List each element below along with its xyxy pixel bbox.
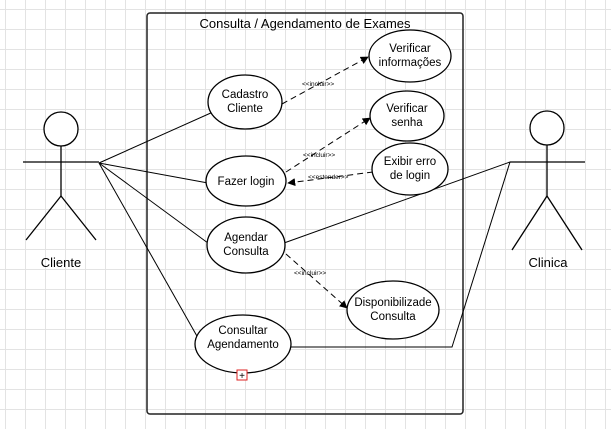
system-title: Consulta / Agendamento de Exames (199, 16, 411, 31)
expand-marker[interactable] (236, 369, 248, 381)
use-case-consultar-agendamento[interactable]: Consultar Agendamento + (194, 314, 292, 382)
use-case-label: Verificar (386, 103, 428, 115)
extend-arrow-erro (287, 171, 374, 187)
actor-label-cliente: Cliente (41, 255, 81, 270)
association-cliente-consultar (98, 162, 203, 346)
use-case-disponibilizade-consulta[interactable]: Disponibilizade Consulta (346, 280, 440, 340)
relationship-label: <<estender>> (308, 174, 349, 181)
relationship-label: <<incluir>> (303, 152, 335, 159)
use-case-label: senha (391, 117, 423, 129)
use-case-fazer-login[interactable]: Fazer login (205, 155, 287, 207)
association-clinica-agendar (283, 161, 511, 244)
system-boundary (146, 12, 464, 415)
use-case-label: Agendar (224, 232, 268, 244)
include-arrow-agendar (285, 253, 348, 309)
relationship-label: <<incluir>> (302, 81, 334, 88)
association-cliente-agendar (98, 162, 213, 247)
use-case-cadastro-cliente[interactable]: Cadastro Cliente (207, 74, 283, 130)
association-clinica-consultar (291, 161, 511, 348)
use-case-label: Fazer login (218, 176, 275, 188)
dependencies (281, 56, 374, 309)
use-case-label: Verificar (389, 43, 431, 55)
use-case-label: Consulta (370, 311, 416, 323)
actor-clinica[interactable] (510, 110, 585, 251)
use-case-label: informações (379, 57, 442, 69)
expand-marker-symbol: + (239, 371, 245, 382)
use-case-label: Disponibilizade (354, 297, 431, 309)
use-case-label: Cadastro (222, 89, 269, 101)
use-case-label: Cliente (227, 103, 263, 115)
use-case-label: Agendamento (207, 339, 279, 351)
relationship-label: <<incluir>> (294, 270, 326, 277)
use-case-label: Consultar (218, 325, 267, 337)
use-case-agendar-consulta[interactable]: Agendar Consulta (206, 216, 286, 274)
actor-head (43, 111, 79, 147)
association-cliente-login (98, 162, 209, 184)
actor-head (529, 110, 565, 146)
actor-label-clinica: Clinica (528, 255, 568, 270)
include-arrow-login (285, 117, 371, 173)
include-arrow-cadastro (281, 56, 369, 105)
association-cliente-cadastro (98, 111, 214, 164)
use-case-verificar-senha[interactable]: Verificar senha (369, 90, 445, 142)
use-case-label: Consulta (223, 246, 269, 258)
use-case-label: Exibir erro (384, 156, 436, 168)
associations (98, 111, 511, 348)
use-case-verificar-informacoes[interactable]: Verificar informações (368, 29, 452, 83)
use-case-label: de login (390, 170, 430, 182)
actor-cliente[interactable] (23, 111, 99, 241)
use-case-exibir-erro-login[interactable]: Exibir erro de login (371, 142, 449, 196)
relationship-labels: <<incluir>> <<incluir>> <<estender>> <<i… (294, 81, 349, 277)
use-cases: Cadastro Cliente Verificar informações V… (194, 29, 452, 382)
